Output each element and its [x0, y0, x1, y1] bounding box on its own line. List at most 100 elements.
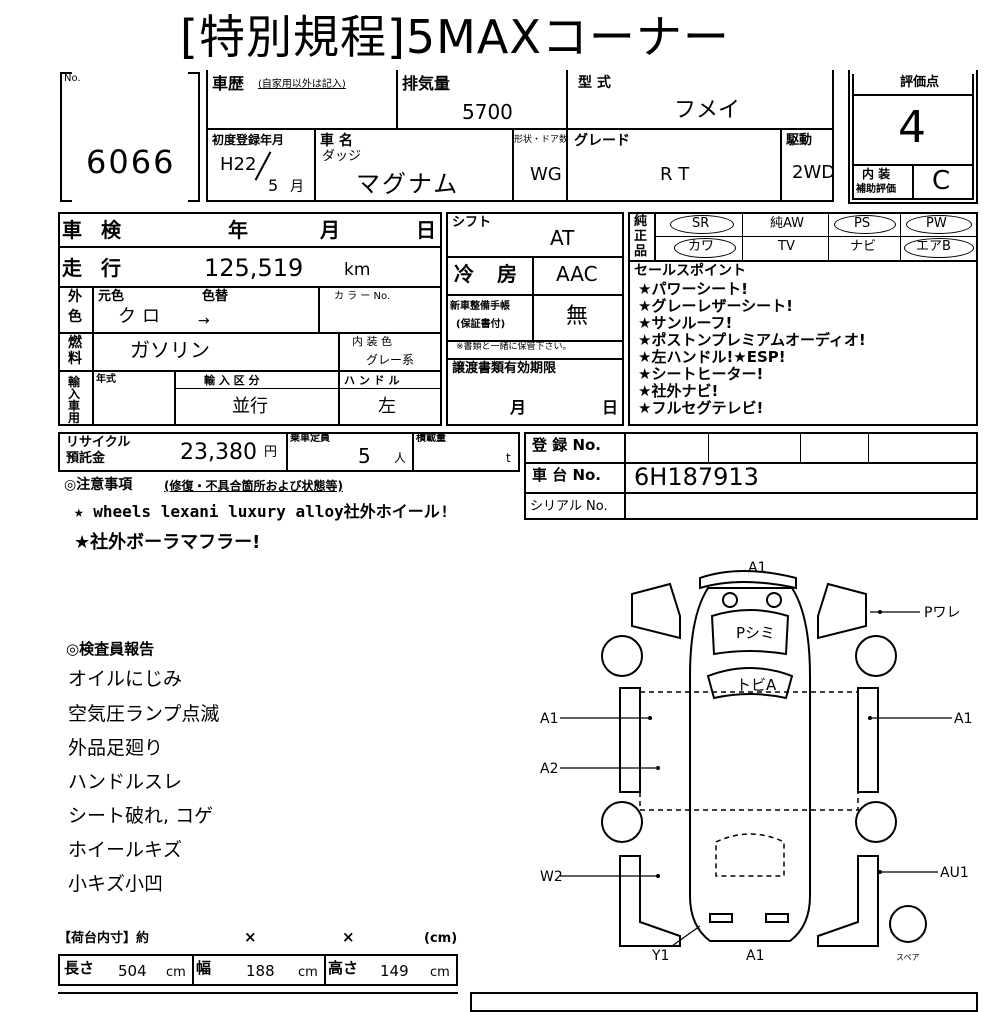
inspector-label: ◎検査員報告 — [66, 640, 155, 658]
maintenance-label-1: 新車整備手帳 — [450, 301, 510, 312]
inspector-item-3: 外品足廻り — [68, 737, 164, 759]
equip-airbag-circle — [904, 238, 974, 258]
diagram-spare: スペア — [896, 953, 919, 962]
displacement-label: 排気量 — [402, 74, 451, 93]
load-unit: t — [506, 451, 511, 465]
cargo-width-unit: cm — [298, 965, 318, 980]
sales-points-label: セールスポイント — [634, 263, 746, 279]
shift-label: シフト — [452, 215, 492, 230]
import-label: 輸入車用 — [68, 375, 81, 425]
drive-value: 2WD — [792, 162, 836, 183]
first-reg-month: 5 — [268, 176, 279, 195]
recycle-label-2: 預託金 — [66, 451, 106, 466]
displacement-value: 5700 — [462, 100, 513, 124]
inspector-item-6: ホイールキズ — [68, 839, 183, 861]
load-label: 積載量 — [416, 433, 446, 444]
transfer-month: 月 — [510, 398, 527, 417]
sales-point-7: ★社外ナビ! — [638, 382, 719, 400]
import-division-value: 並行 — [232, 396, 268, 417]
changed-color-label: 色替 — [202, 289, 229, 304]
cargo-length-label: 長さ — [64, 959, 95, 977]
cargo-height-label: 高さ — [328, 959, 359, 977]
diagram-left-mid2: A2 — [540, 761, 558, 777]
maintenance-note: ※書類と一緒に保管下さい。 — [456, 342, 572, 352]
diagram-right-mid1: A1 — [954, 711, 972, 727]
recycle-unit: 円 — [264, 445, 278, 460]
diagram-left-bottom: W2 — [540, 869, 563, 885]
lot-number: 6066 — [86, 143, 176, 181]
equipment-box — [628, 212, 978, 426]
cargo-x2: × — [342, 928, 355, 946]
vehicle-top-box — [206, 70, 834, 202]
grade-label: グレード — [574, 133, 630, 149]
equip-sr-circle — [670, 215, 734, 234]
notes-label: ◎注意事項 — [64, 477, 133, 493]
shift-box — [446, 212, 624, 426]
reg-label: 登 録 No. — [532, 436, 602, 454]
fuel-value: ガソリン — [130, 338, 210, 362]
page-title: [特別規程]5MAXコーナー — [180, 10, 730, 64]
recycle-box — [58, 432, 520, 472]
inspection-box — [58, 212, 442, 426]
diagram-left-mid1: A1 — [540, 711, 558, 727]
car-name-value: マグナム — [356, 170, 460, 198]
cargo-unit: (cm) — [424, 931, 458, 946]
history-note: (自家用以外は記入) — [258, 79, 346, 90]
sales-point-1: ★パワーシート! — [638, 280, 748, 298]
equip-ps-circle — [834, 215, 896, 234]
cargo-height-unit: cm — [430, 965, 450, 980]
cargo-width-value: 188 — [246, 962, 275, 980]
notes-label-note: (修復・不具合箇所および状態等) — [164, 479, 343, 493]
serial-label: シリアル No. — [530, 499, 608, 514]
equip-navi: ナビ — [850, 239, 877, 254]
sales-point-8: ★フルセグテレビ! — [638, 399, 764, 417]
chassis-label: 車 台 No. — [532, 466, 602, 484]
shape-value: WG — [530, 164, 562, 185]
inspector-item-5: シート破れ, コゲ — [68, 805, 214, 827]
diagram-roof: Pシミ — [736, 624, 775, 642]
mileage-label: 走 行 — [62, 256, 127, 280]
inspector-item-1: オイルにじみ — [68, 668, 183, 690]
bottom-box — [470, 992, 978, 1012]
first-reg-year: H22 — [220, 154, 257, 175]
changed-color-value: → — [198, 313, 210, 329]
import-year-label: 年式 — [96, 374, 116, 385]
lot-bracket — [60, 72, 72, 202]
import-division-label: 輸 入 区 分 — [204, 374, 260, 387]
model-label: 型 式 — [578, 75, 611, 91]
diagram-right-bottom: AU1 — [940, 865, 969, 881]
sales-point-4: ★ポストンプレミアムオーディオ! — [638, 331, 866, 349]
equip-kawa-circle — [674, 238, 736, 258]
inspector-item-4: ハンドルスレ — [68, 771, 183, 793]
diagram-bottom-center: A1 — [746, 948, 764, 964]
equip-ps: PS — [854, 216, 871, 231]
handle-value: 左 — [378, 396, 396, 417]
cargo-height-value: 149 — [380, 962, 409, 980]
diagram-hood: トビA — [736, 676, 777, 694]
recycle-amount: 23,380 — [180, 440, 257, 465]
first-reg-label: 初度登録年月 — [212, 133, 285, 147]
cargo-label: 【荷台内寸】約 — [58, 931, 150, 946]
capacity-value: 5 — [358, 444, 371, 468]
transfer-label: 譲渡書類有効期限 — [452, 361, 557, 376]
equip-aw: 純AW — [770, 216, 805, 231]
sales-point-2: ★グレーレザーシート! — [638, 297, 793, 315]
recycle-label-1: リサイクル — [66, 435, 131, 450]
inspection-label: 車 検 — [62, 218, 127, 242]
cargo-width-label: 幅 — [196, 959, 212, 977]
original-color-value: クロ — [118, 306, 166, 327]
score-label: 評価点 — [900, 75, 940, 90]
cargo-length-unit: cm — [166, 965, 186, 980]
sales-point-6: ★シートヒーター! — [638, 365, 764, 383]
interior-value: C — [932, 166, 951, 196]
chassis-value: 6H187913 — [634, 463, 759, 491]
inspection-day: 日 — [416, 218, 436, 242]
score-value: 4 — [898, 102, 926, 153]
equip-kawa: カワ — [688, 239, 715, 254]
diagram-right-top: Pワレ — [924, 605, 960, 621]
transfer-day: 日 — [602, 398, 619, 417]
fuel-label-1: 燃 — [68, 335, 82, 351]
car-diagram: A1 Pシミ トビA Pワレ A1 A1 A2 W2 AU1 Y1 A1 スペア — [540, 560, 972, 964]
original-color-label: 元色 — [98, 289, 125, 304]
note-line-1: ★ wheels lexani luxury alloy社外ホイール! — [74, 502, 450, 521]
